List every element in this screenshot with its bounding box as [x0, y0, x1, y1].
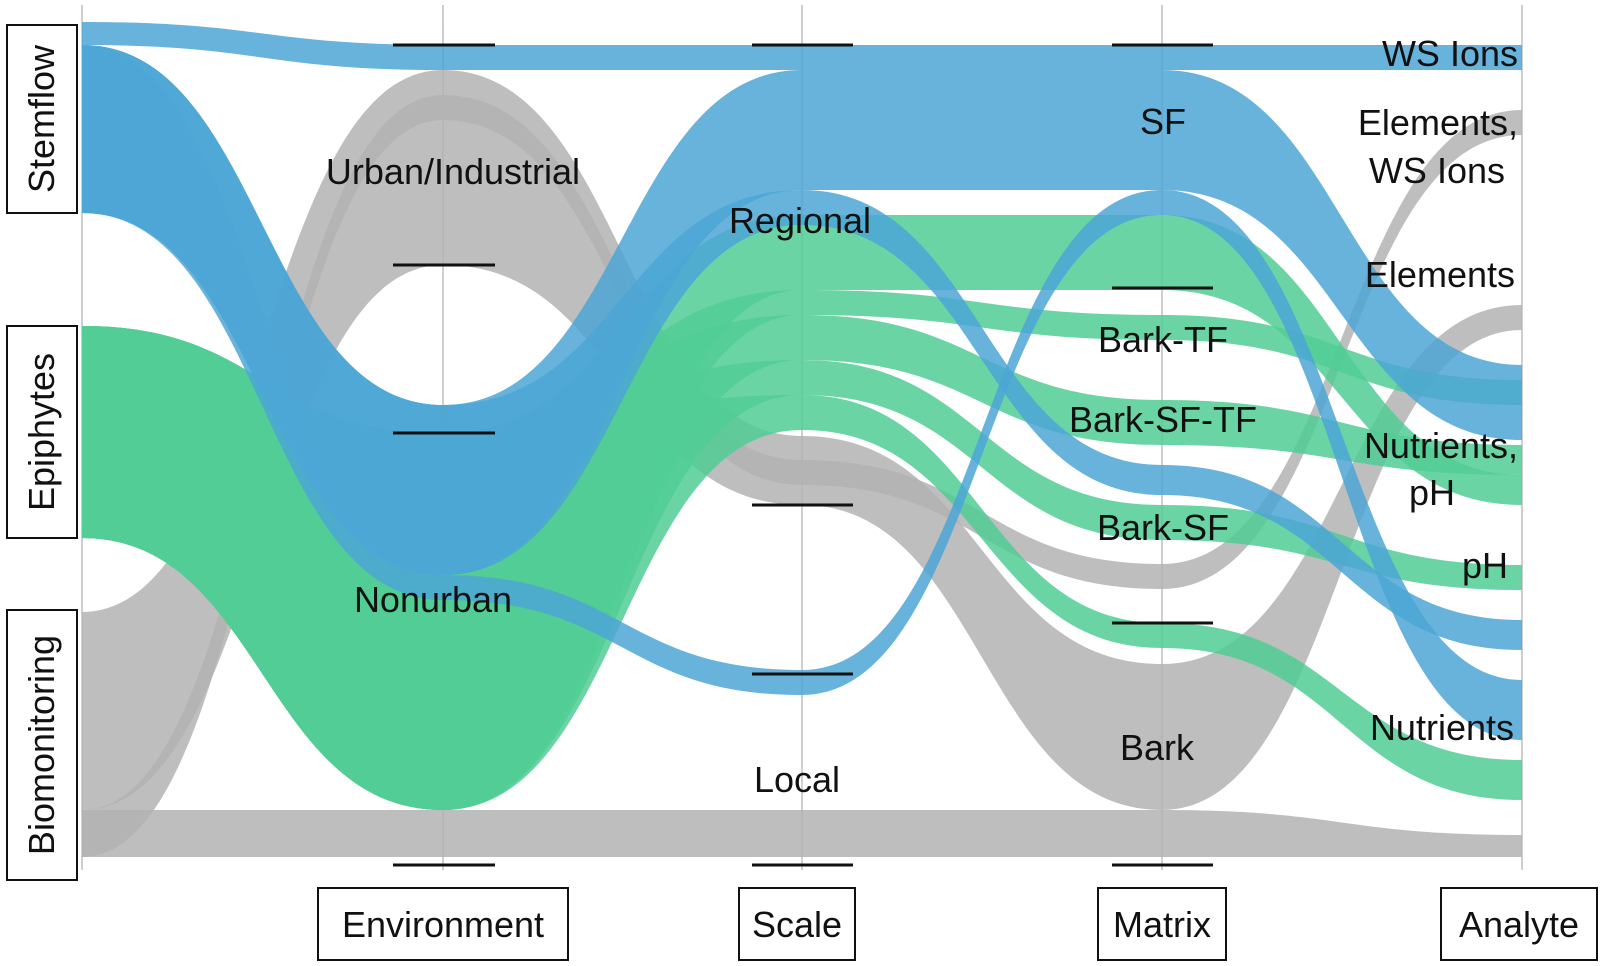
group-label-biomonitoring: Biomonitoring [21, 635, 62, 855]
stratum-nutrients-ph-line2: pH [1409, 472, 1455, 513]
axis-label-environment: Environment [342, 904, 544, 945]
stratum-ws-ions: WS Ions [1382, 33, 1518, 74]
stratum-nutrients: Nutrients [1370, 707, 1514, 748]
stratum-urban-industrial: Urban/Industrial [326, 151, 580, 192]
stratum-elements-ws-ions-line2: WS Ions [1369, 150, 1505, 191]
group-box-stemflow [6, 24, 78, 214]
group-labels: Stemflow Epiphytes Biomonitoring [6, 24, 78, 881]
flow-biomonitoring-1 [82, 95, 1522, 857]
axis-label-matrix: Matrix [1113, 904, 1211, 945]
flow-stemflow-10 [82, 45, 1522, 650]
group-label-stemflow: Stemflow [21, 44, 62, 193]
stratum-local: Local [754, 759, 840, 800]
axis-box-environment [317, 887, 569, 961]
stratum-bark-sf-tf: Bark-SF-TF [1069, 399, 1257, 440]
stratum-bark-tf: Bark-TF [1098, 319, 1228, 360]
flows [82, 22, 1522, 857]
axis-label-analyte: Analyte [1459, 904, 1579, 945]
stratum-elements: Elements [1365, 254, 1515, 295]
stratum-nonurban: Nonurban [354, 579, 512, 620]
flow-biomonitoring-0 [82, 70, 1522, 810]
stratum-separators [393, 43, 1213, 867]
group-box-biomonitoring [6, 609, 78, 881]
axis-box-analyte [1440, 887, 1598, 961]
flow-biomonitoring-2 [82, 810, 1522, 857]
group-box-epiphytes [6, 325, 78, 539]
stratum-labels: Urban/Industrial Nonurban Regional Local… [326, 33, 1518, 800]
stratum-bark: Bark [1120, 727, 1195, 768]
stratum-regional: Regional [729, 200, 871, 241]
stratum-elements-ws-ions-line1: Elements, [1358, 102, 1518, 143]
stratum-ph: pH [1462, 545, 1508, 586]
group-label-epiphytes: Epiphytes [21, 353, 62, 511]
axis-box-matrix [1097, 887, 1227, 961]
stratum-sf: SF [1140, 101, 1186, 142]
stratum-nutrients-ph-line1: Nutrients, [1364, 425, 1518, 466]
axis-label-scale: Scale [752, 904, 842, 945]
axis-box-scale [738, 887, 856, 961]
axis-labels: Environment Scale Matrix Analyte [317, 887, 1598, 961]
stratum-bark-sf: Bark-SF [1097, 507, 1229, 548]
